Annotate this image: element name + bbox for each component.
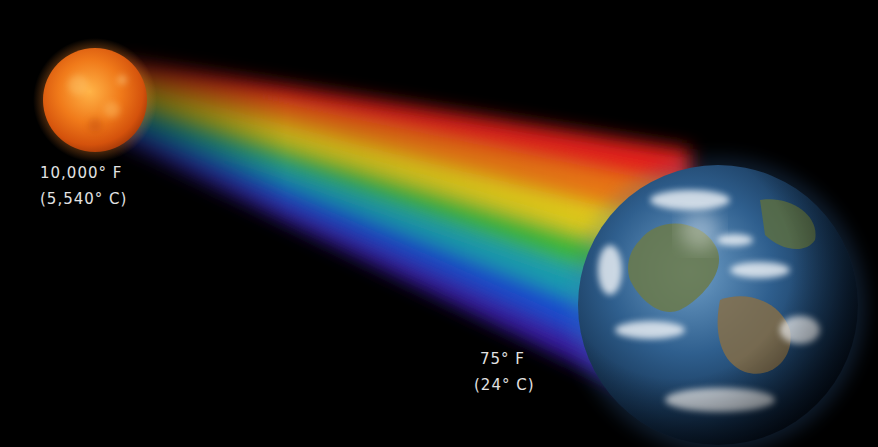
temperature-label: 75° F: [480, 350, 525, 368]
temperature-celsius-label: (5,540° C): [40, 190, 127, 208]
sun: [43, 48, 147, 152]
earth: [578, 165, 858, 445]
temperature-celsius-label: (24° C): [474, 376, 535, 394]
earth-shade: [578, 165, 858, 445]
sun-texture: [68, 75, 127, 132]
earth-halo: [570, 157, 866, 447]
temperature-label: 10,000° F: [40, 164, 122, 182]
sun-glow: [33, 38, 157, 162]
